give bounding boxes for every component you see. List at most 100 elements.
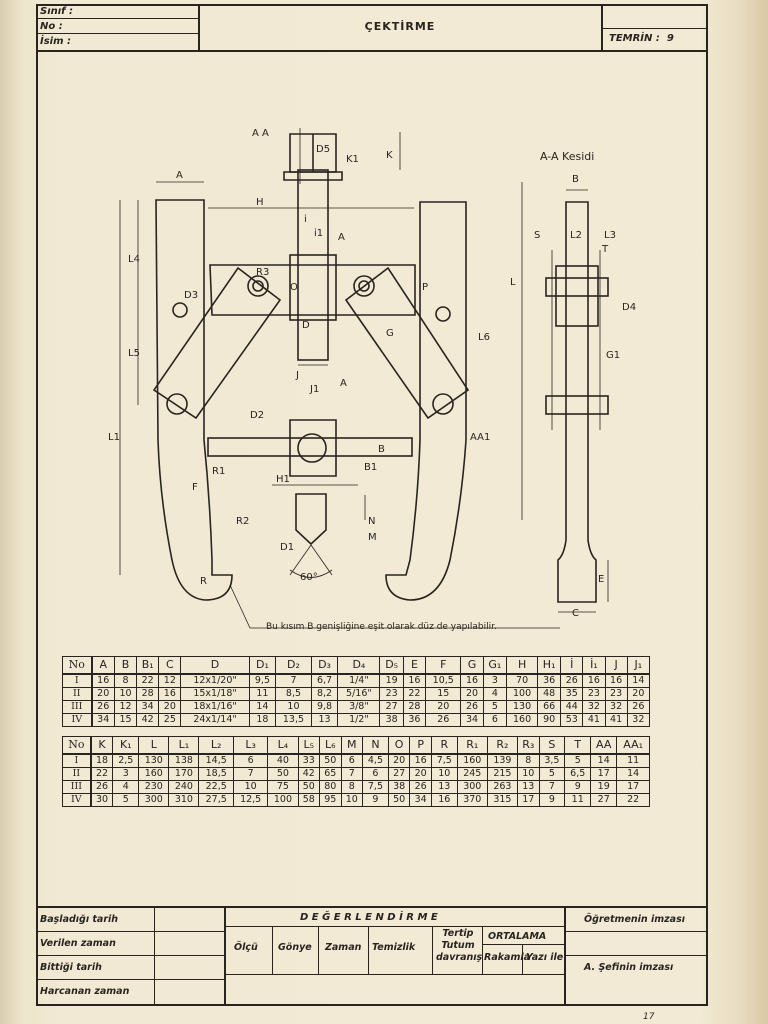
chief-signature-label: A. Şefinin imzası [584, 962, 674, 973]
table-cell: 8 [340, 780, 364, 794]
table-cell: 40 [267, 753, 299, 768]
sinif-label: Sınıf : [36, 4, 198, 19]
table-cell: 6,5 [564, 767, 592, 781]
evaluation-block: Başladığı tarih Verilen zaman Bittiği ta… [36, 906, 708, 1004]
table-cell: 13 [516, 780, 540, 794]
column-header: R₁ [456, 736, 488, 755]
table-cell: 50 [267, 767, 299, 781]
dim-B1: B1 [364, 462, 377, 473]
table-cell: 20 [460, 687, 484, 701]
dim-L5: L5 [128, 348, 140, 359]
table-cell: 42 [136, 713, 160, 727]
column-header: C [158, 656, 182, 675]
table-cell: 22 [402, 687, 427, 701]
table-cell: 16 [91, 673, 115, 688]
table-cell: 13 [310, 713, 339, 727]
dim-K: K [386, 150, 393, 161]
column-header: No [61, 736, 92, 755]
table-cell: 34 [460, 713, 484, 727]
table-cell: 50 [319, 753, 342, 768]
table-cell: 26 [560, 673, 584, 688]
table-cell: 16 [582, 673, 606, 688]
dim-M: M [368, 532, 377, 543]
teacher-signature-label: Öğretmenin imzası [584, 914, 685, 925]
column-header: L₂ [198, 736, 234, 755]
table-cell: 130 [138, 753, 170, 768]
column-header: K₁ [112, 736, 140, 755]
table-cell: 20 [424, 700, 462, 714]
table-cell: 50 [297, 780, 321, 794]
table-cell: 32 [626, 713, 651, 727]
table-cell: 26 [91, 700, 115, 714]
table-cell: 27,5 [198, 793, 234, 807]
table-cell: IV [61, 713, 93, 727]
table-cell: 34 [409, 793, 432, 807]
table-cell: 41 [582, 713, 606, 727]
table-cell: I [61, 673, 93, 688]
table-cell: 27 [590, 793, 618, 807]
column-header: F [424, 656, 462, 675]
table-cell: 28 [136, 687, 160, 701]
table-cell: 50 [387, 793, 411, 807]
table-cell: 20 [626, 687, 651, 701]
dim-S: S [534, 230, 540, 241]
table-cell: 20 [91, 687, 115, 701]
temrin-number: 9 [666, 33, 674, 44]
olcu-label: Ölçü [234, 942, 258, 953]
column-header: G [460, 656, 484, 675]
table-cell: 10 [516, 767, 540, 781]
table-cell: 12x1/20" [180, 673, 250, 688]
table-cell: 9,8 [310, 700, 339, 714]
table-cell: 16 [430, 793, 458, 807]
table-cell: 1/2" [337, 713, 381, 727]
table-cell: 22 [90, 767, 114, 781]
table-cell: 36 [537, 673, 562, 688]
crosshead [209, 264, 416, 316]
table-cell: II [61, 687, 93, 701]
dim-L: L [510, 277, 516, 288]
table-cell: 7,5 [430, 753, 458, 768]
column-header: G₁ [482, 656, 508, 675]
column-header: L₃ [232, 736, 269, 755]
column-header: D₃ [310, 656, 339, 675]
table-cell: 240 [168, 780, 200, 794]
column-header: J₁ [626, 656, 651, 675]
ortalama-label: ORTALAMA [488, 931, 547, 942]
column-header: D₄ [337, 656, 381, 675]
table-cell: 23 [582, 687, 606, 701]
dim-D3: D3 [184, 290, 198, 301]
table-cell: 10 [430, 767, 458, 781]
table-cell: 17 [516, 793, 540, 807]
table-cell: 18x1/16" [180, 700, 250, 714]
dim-B: B [378, 444, 385, 455]
dim-i: i [304, 214, 307, 225]
finished-date-label: Bittiği tarih [40, 962, 102, 973]
table-cell: 17 [616, 780, 650, 794]
table-cell: 58 [297, 793, 321, 807]
dim-D4: D4 [622, 302, 636, 313]
dim-A: A [176, 170, 183, 181]
table-cell: 26 [626, 700, 651, 714]
table-cell: 230 [138, 780, 170, 794]
table-cell: 16 [409, 753, 432, 768]
table-cell: 95 [319, 793, 342, 807]
table-cell: 14 [626, 673, 651, 688]
table-cell: 7 [275, 673, 312, 688]
table-cell: 8,5 [275, 687, 312, 701]
dim-A-top: A [338, 232, 345, 243]
dim-L2: L2 [570, 230, 582, 241]
table-cell: 5/16" [337, 687, 381, 701]
dim-F: F [192, 482, 198, 493]
table-cell: 2,5 [112, 753, 140, 768]
table-cell: 7 [538, 780, 566, 794]
table-cell: 18 [90, 753, 114, 768]
column-header: A [91, 656, 115, 675]
table-cell: 35 [560, 687, 584, 701]
dim-J: J [295, 370, 299, 381]
table-cell: 14 [248, 700, 277, 714]
rakamla-label: Rakamla [484, 952, 531, 963]
table-cell: 11 [564, 793, 592, 807]
column-header: O [387, 736, 411, 755]
